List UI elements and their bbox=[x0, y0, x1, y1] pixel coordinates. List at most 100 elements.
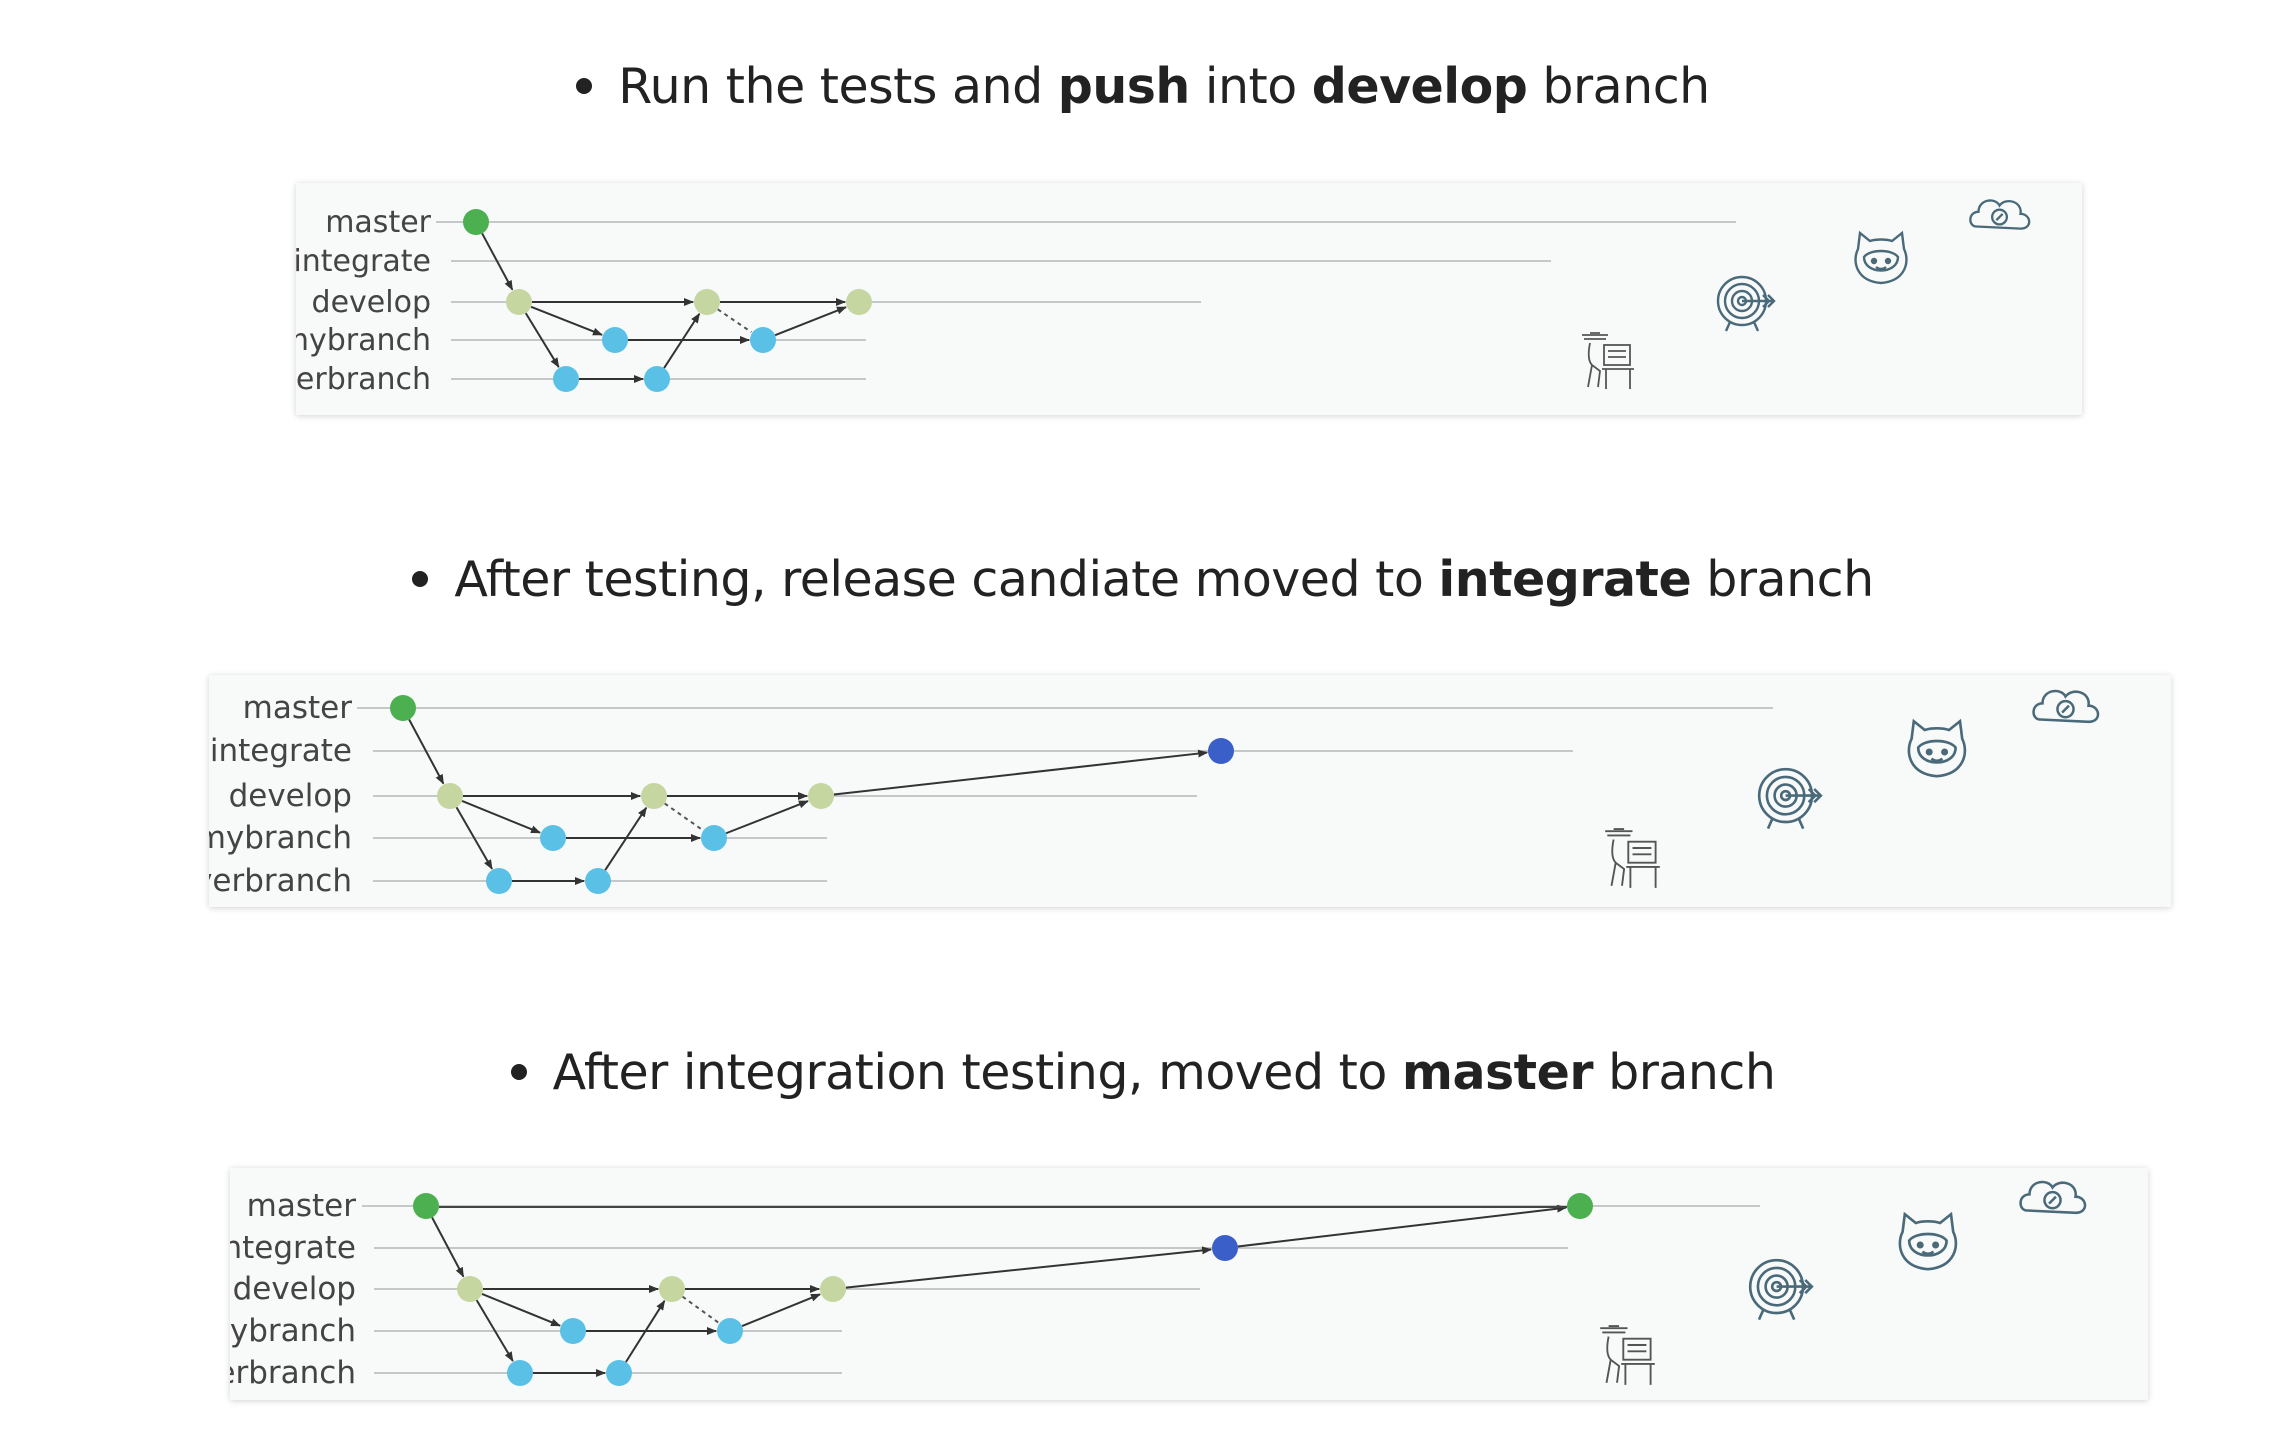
bullet-dot bbox=[510, 1063, 527, 1080]
yerbranch-commit bbox=[486, 868, 512, 894]
branch-label-integrate: integrate bbox=[210, 733, 352, 769]
person-body bbox=[1610, 839, 1626, 886]
mascot-eye bbox=[1925, 748, 1933, 756]
bullet-bold: integrate bbox=[1438, 551, 1692, 608]
mascot-smile bbox=[1921, 1250, 1935, 1256]
merge-dashed-line bbox=[664, 802, 704, 831]
bullet-text: into bbox=[1189, 58, 1312, 115]
target-icon bbox=[1748, 1258, 1814, 1321]
develop-commit bbox=[437, 783, 463, 809]
merge-dashed-line bbox=[717, 308, 752, 333]
person-at-desk-icon bbox=[1600, 1325, 1655, 1385]
cloud-icon bbox=[2019, 1180, 2087, 1215]
git-flow-diagram-2: master integrate develop mybranch yerbranch bbox=[209, 675, 2171, 907]
person-hat bbox=[1582, 332, 1608, 340]
mybranch-commit bbox=[560, 1318, 586, 1344]
cloud-outline bbox=[2032, 689, 2100, 724]
commit-arrow bbox=[475, 1299, 514, 1362]
bullet-move-integrate: After testing, release candiate moved to… bbox=[0, 551, 2286, 608]
mascot-icon bbox=[1898, 1211, 1958, 1271]
yerbranch-commit bbox=[507, 1360, 533, 1386]
commit-arrow bbox=[461, 799, 541, 834]
mybranch-commit bbox=[717, 1318, 743, 1344]
commit-arrow bbox=[845, 1246, 1213, 1289]
cloud-inner-circle bbox=[2043, 1190, 2062, 1210]
branch-label-master: master bbox=[247, 1188, 357, 1224]
master-commit bbox=[463, 209, 489, 235]
bullet-dot bbox=[576, 77, 593, 94]
mascot-face bbox=[1862, 249, 1900, 272]
branch-label-develop: develop bbox=[312, 285, 431, 320]
bullet-text: branch bbox=[1593, 1044, 1776, 1101]
mascot-eye bbox=[1932, 1241, 1940, 1249]
commit-arrow bbox=[530, 305, 603, 336]
branch-label-develop: develop bbox=[229, 778, 352, 814]
master-commit bbox=[413, 1193, 439, 1219]
target-legs bbox=[1724, 321, 1760, 332]
diagram-canvas: master integrate develop mybranch yerbranch bbox=[209, 689, 2100, 899]
mascot-outline bbox=[1907, 718, 1967, 778]
develop-commit bbox=[846, 289, 872, 315]
target-arrow bbox=[1785, 788, 1823, 804]
master-commit bbox=[390, 695, 416, 721]
person-hat bbox=[1600, 1325, 1628, 1334]
bullet-bold: push bbox=[1057, 58, 1191, 115]
commit-arrow bbox=[481, 232, 514, 291]
mascot-eye bbox=[1941, 748, 1949, 756]
mascot-icon bbox=[1854, 230, 1908, 285]
develop-commit bbox=[457, 1276, 483, 1302]
mybranch-commit bbox=[701, 825, 727, 851]
branch-label-mybranch: mybranch bbox=[209, 820, 352, 856]
bullet-bold: master bbox=[1401, 1044, 1594, 1101]
commit-arrow bbox=[774, 306, 847, 337]
mascot-icon bbox=[1907, 718, 1967, 778]
branch-label-yerbranch: yerbranch bbox=[209, 863, 352, 899]
target-icon bbox=[1757, 767, 1823, 830]
mascot-face bbox=[1916, 739, 1957, 764]
yerbranch-commit bbox=[585, 868, 611, 894]
develop-commit bbox=[641, 783, 667, 809]
merge-dashed-line bbox=[681, 1295, 720, 1324]
branch-label-yerbranch: yerbranch bbox=[296, 362, 431, 397]
bullet-bold: develop bbox=[1311, 58, 1528, 115]
yerbranch-commit bbox=[553, 366, 579, 392]
branch-label-integrate: integrate bbox=[296, 244, 431, 279]
person-at-desk-icon bbox=[1605, 828, 1660, 888]
target-icon bbox=[1716, 275, 1776, 332]
bullet-text: branch bbox=[1691, 551, 1874, 608]
branch-label-mybranch: mybranch bbox=[296, 323, 431, 358]
bullet-move-master: After integration testing, moved to mast… bbox=[0, 1044, 2286, 1101]
mascot-outline bbox=[1854, 230, 1908, 285]
cloud-outline bbox=[1969, 199, 2031, 230]
commit-arrow bbox=[741, 1293, 821, 1328]
desk-monitor bbox=[1622, 1337, 1652, 1361]
commit-arrow bbox=[431, 1217, 465, 1278]
commit-arrow bbox=[524, 312, 560, 368]
develop-commit bbox=[820, 1276, 846, 1302]
develop-commit bbox=[506, 289, 532, 315]
cloud-icon bbox=[2032, 689, 2100, 724]
mybranch-commit bbox=[750, 327, 776, 353]
target-arrow bbox=[1742, 294, 1776, 308]
mascot-eye bbox=[1884, 257, 1892, 265]
commit-arrow bbox=[455, 806, 493, 870]
commit-arrow bbox=[1237, 1204, 1568, 1248]
person-hat bbox=[1605, 828, 1633, 837]
bullet-text: branch bbox=[1527, 58, 1710, 115]
target-arrow bbox=[1776, 1279, 1814, 1295]
mascot-smile bbox=[1875, 266, 1887, 271]
cloud-inner-circle bbox=[1990, 208, 2009, 226]
desk-lines bbox=[1626, 847, 1660, 888]
commit-arrow bbox=[408, 718, 445, 785]
develop-commit bbox=[659, 1276, 685, 1302]
branch-label-master: master bbox=[325, 205, 431, 240]
branch-label-master: master bbox=[243, 690, 353, 726]
cloud-outline bbox=[2019, 1180, 2087, 1215]
person-body bbox=[1587, 342, 1601, 388]
commit-arrow bbox=[481, 1292, 561, 1327]
bullet-text: After testing, release candiate moved to bbox=[454, 551, 1439, 608]
mybranch-commit bbox=[540, 825, 566, 851]
